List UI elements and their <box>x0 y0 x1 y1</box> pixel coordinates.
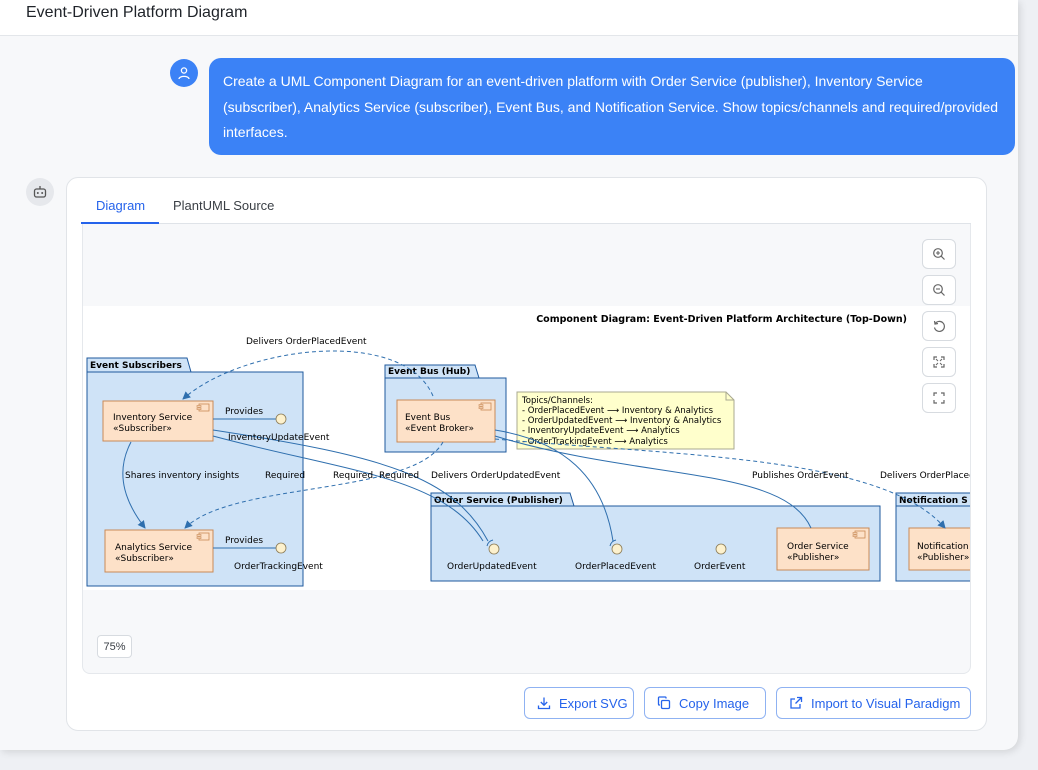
user-icon <box>178 67 190 80</box>
download-icon <box>537 697 551 710</box>
connector-shares-insights <box>122 441 146 529</box>
connector-label: Provides <box>225 407 263 417</box>
zoom-level-indicator: 75% <box>97 635 132 658</box>
connector-label: Required <box>379 471 419 481</box>
window-title: Event-Driven Platform Diagram <box>26 4 248 21</box>
bot-avatar <box>26 178 54 206</box>
connector-delivers-updated <box>184 441 444 529</box>
copy-icon <box>657 696 671 710</box>
zoom-in-icon <box>933 248 945 260</box>
fit-to-screen-button[interactable] <box>922 347 956 377</box>
package-label-subscribers: Event Subscribers <box>90 361 182 371</box>
uml-diagram-svg: Component Diagram: Event-Driven Platform… <box>86 314 971 587</box>
diagram-canvas[interactable]: Component Diagram: Event-Driven Platform… <box>82 224 971 674</box>
note-line: - InventoryUpdateEvent ⟶ Analytics <box>522 426 680 436</box>
fit-screen-icon <box>933 356 945 368</box>
component-analytics-service: Analytics Service «Subscriber» <box>104 529 214 573</box>
copy-image-button[interactable]: Copy Image <box>644 687 766 719</box>
connector-label: Delivers OrderUpdatedEvent <box>431 471 561 481</box>
zoom-in-button[interactable] <box>922 239 956 269</box>
topics-note: Topics/Channels: - OrderPlacedEvent ⟶ In… <box>516 391 735 450</box>
fullscreen-icon <box>933 392 945 404</box>
connector-required-placed <box>212 435 484 542</box>
event-bus-name: Event Bus <box>405 413 451 423</box>
interface-order-updated <box>486 539 500 555</box>
inventory-service-name: Inventory Service <box>113 413 193 423</box>
connector-label: Publishes OrderEvent <box>752 471 849 481</box>
connector-required-updated <box>212 429 489 542</box>
package-label-bus: Event Bus (Hub) <box>388 367 470 377</box>
zoom-out-button[interactable] <box>922 275 956 305</box>
interface-label: OrderTrackingEvent <box>234 562 323 572</box>
analytics-service-name: Analytics Service <box>115 543 192 553</box>
app-window: Event-Driven Platform Diagram Create a U… <box>0 0 1018 731</box>
title-bar: Event-Driven Platform Diagram <box>0 0 1018 36</box>
connector-publishes <box>494 435 812 529</box>
component-order-service: Order Service «Publisher» <box>776 527 870 571</box>
order-service-name: Order Service <box>787 542 849 552</box>
export-svg-label: Export SVG <box>559 695 628 711</box>
connector-delivers-placed <box>182 350 434 400</box>
component-inventory-service: Inventory Service «Subscriber» <box>102 400 214 442</box>
component-notification-service: Notification «Publisher» <box>908 527 970 571</box>
component-event-bus: Event Bus «Event Broker» <box>396 399 496 443</box>
connector-label: Delivers OrderPlacedEvent <box>246 337 367 347</box>
interface-label: OrderEvent <box>694 562 746 572</box>
connector-label: Required <box>265 471 305 481</box>
package-label-order: Order Service (Publisher) <box>434 496 563 506</box>
tab-diagram[interactable]: Diagram <box>96 198 146 213</box>
connector-label: Provides <box>225 536 263 546</box>
inventory-service-stereotype: «Subscriber» <box>113 424 172 434</box>
notification-service-stereotype: «Publisher» <box>917 553 969 563</box>
reset-view-button[interactable] <box>922 311 956 341</box>
interface-order-event <box>715 543 727 555</box>
note-heading: Topics/Channels: <box>521 396 593 406</box>
notification-service-name: Notification <box>917 542 969 552</box>
connector-delivers-notification <box>494 438 946 529</box>
package-order-service: Order Service (Publisher) <box>430 492 881 582</box>
note-line: - OrderUpdatedEvent ⟶ Inventory & Analyt… <box>522 416 722 426</box>
import-visual-paradigm-button[interactable]: Import to Visual Paradigm <box>776 687 971 719</box>
diagram-title: Component Diagram: Event-Driven Platform… <box>536 314 907 325</box>
zoom-out-icon <box>933 284 945 296</box>
uml-diagram: Component Diagram: Event-Driven Platform… <box>83 306 971 590</box>
connector-label: Delivers OrderPlaced <box>880 471 971 481</box>
robot-icon <box>33 186 47 198</box>
interface-order-placed <box>609 539 623 555</box>
connector-required-bus <box>494 429 614 542</box>
rotate-ccw-icon <box>933 320 945 332</box>
analytics-service-stereotype: «Subscriber» <box>115 554 174 564</box>
copy-image-label: Copy Image <box>679 695 750 711</box>
user-avatar <box>170 59 198 87</box>
tab-plantuml-source[interactable]: PlantUML Source <box>173 198 275 213</box>
import-visual-paradigm-label: Import to Visual Paradigm <box>811 695 961 711</box>
interface-label: OrderUpdatedEvent <box>447 562 537 572</box>
tab-bar: Diagram PlantUML Source <box>81 190 971 224</box>
interface-inventory-update <box>213 413 287 425</box>
fullscreen-button[interactable] <box>922 383 956 413</box>
export-svg-button[interactable]: Export SVG <box>524 687 634 719</box>
connector-label: Required <box>333 471 373 481</box>
note-line: - OrderTrackingEvent ⟶ Analytics <box>522 437 668 447</box>
user-message: Create a UML Component Diagram for an ev… <box>209 58 1015 155</box>
response-card: Diagram PlantUML Source Component Diagra… <box>66 177 987 731</box>
active-tab-indicator <box>81 222 159 224</box>
connector-label: Shares inventory insights <box>125 471 240 481</box>
interface-label: InventoryUpdateEvent <box>228 433 330 443</box>
note-line: - OrderPlacedEvent ⟶ Inventory & Analyti… <box>522 406 714 416</box>
order-service-stereotype: «Publisher» <box>787 553 839 563</box>
external-link-icon <box>790 696 803 709</box>
interface-label: OrderPlacedEvent <box>575 562 656 572</box>
event-bus-stereotype: «Event Broker» <box>405 424 474 434</box>
package-label-notification: Notification S <box>899 496 968 506</box>
interface-order-tracking <box>213 542 287 554</box>
